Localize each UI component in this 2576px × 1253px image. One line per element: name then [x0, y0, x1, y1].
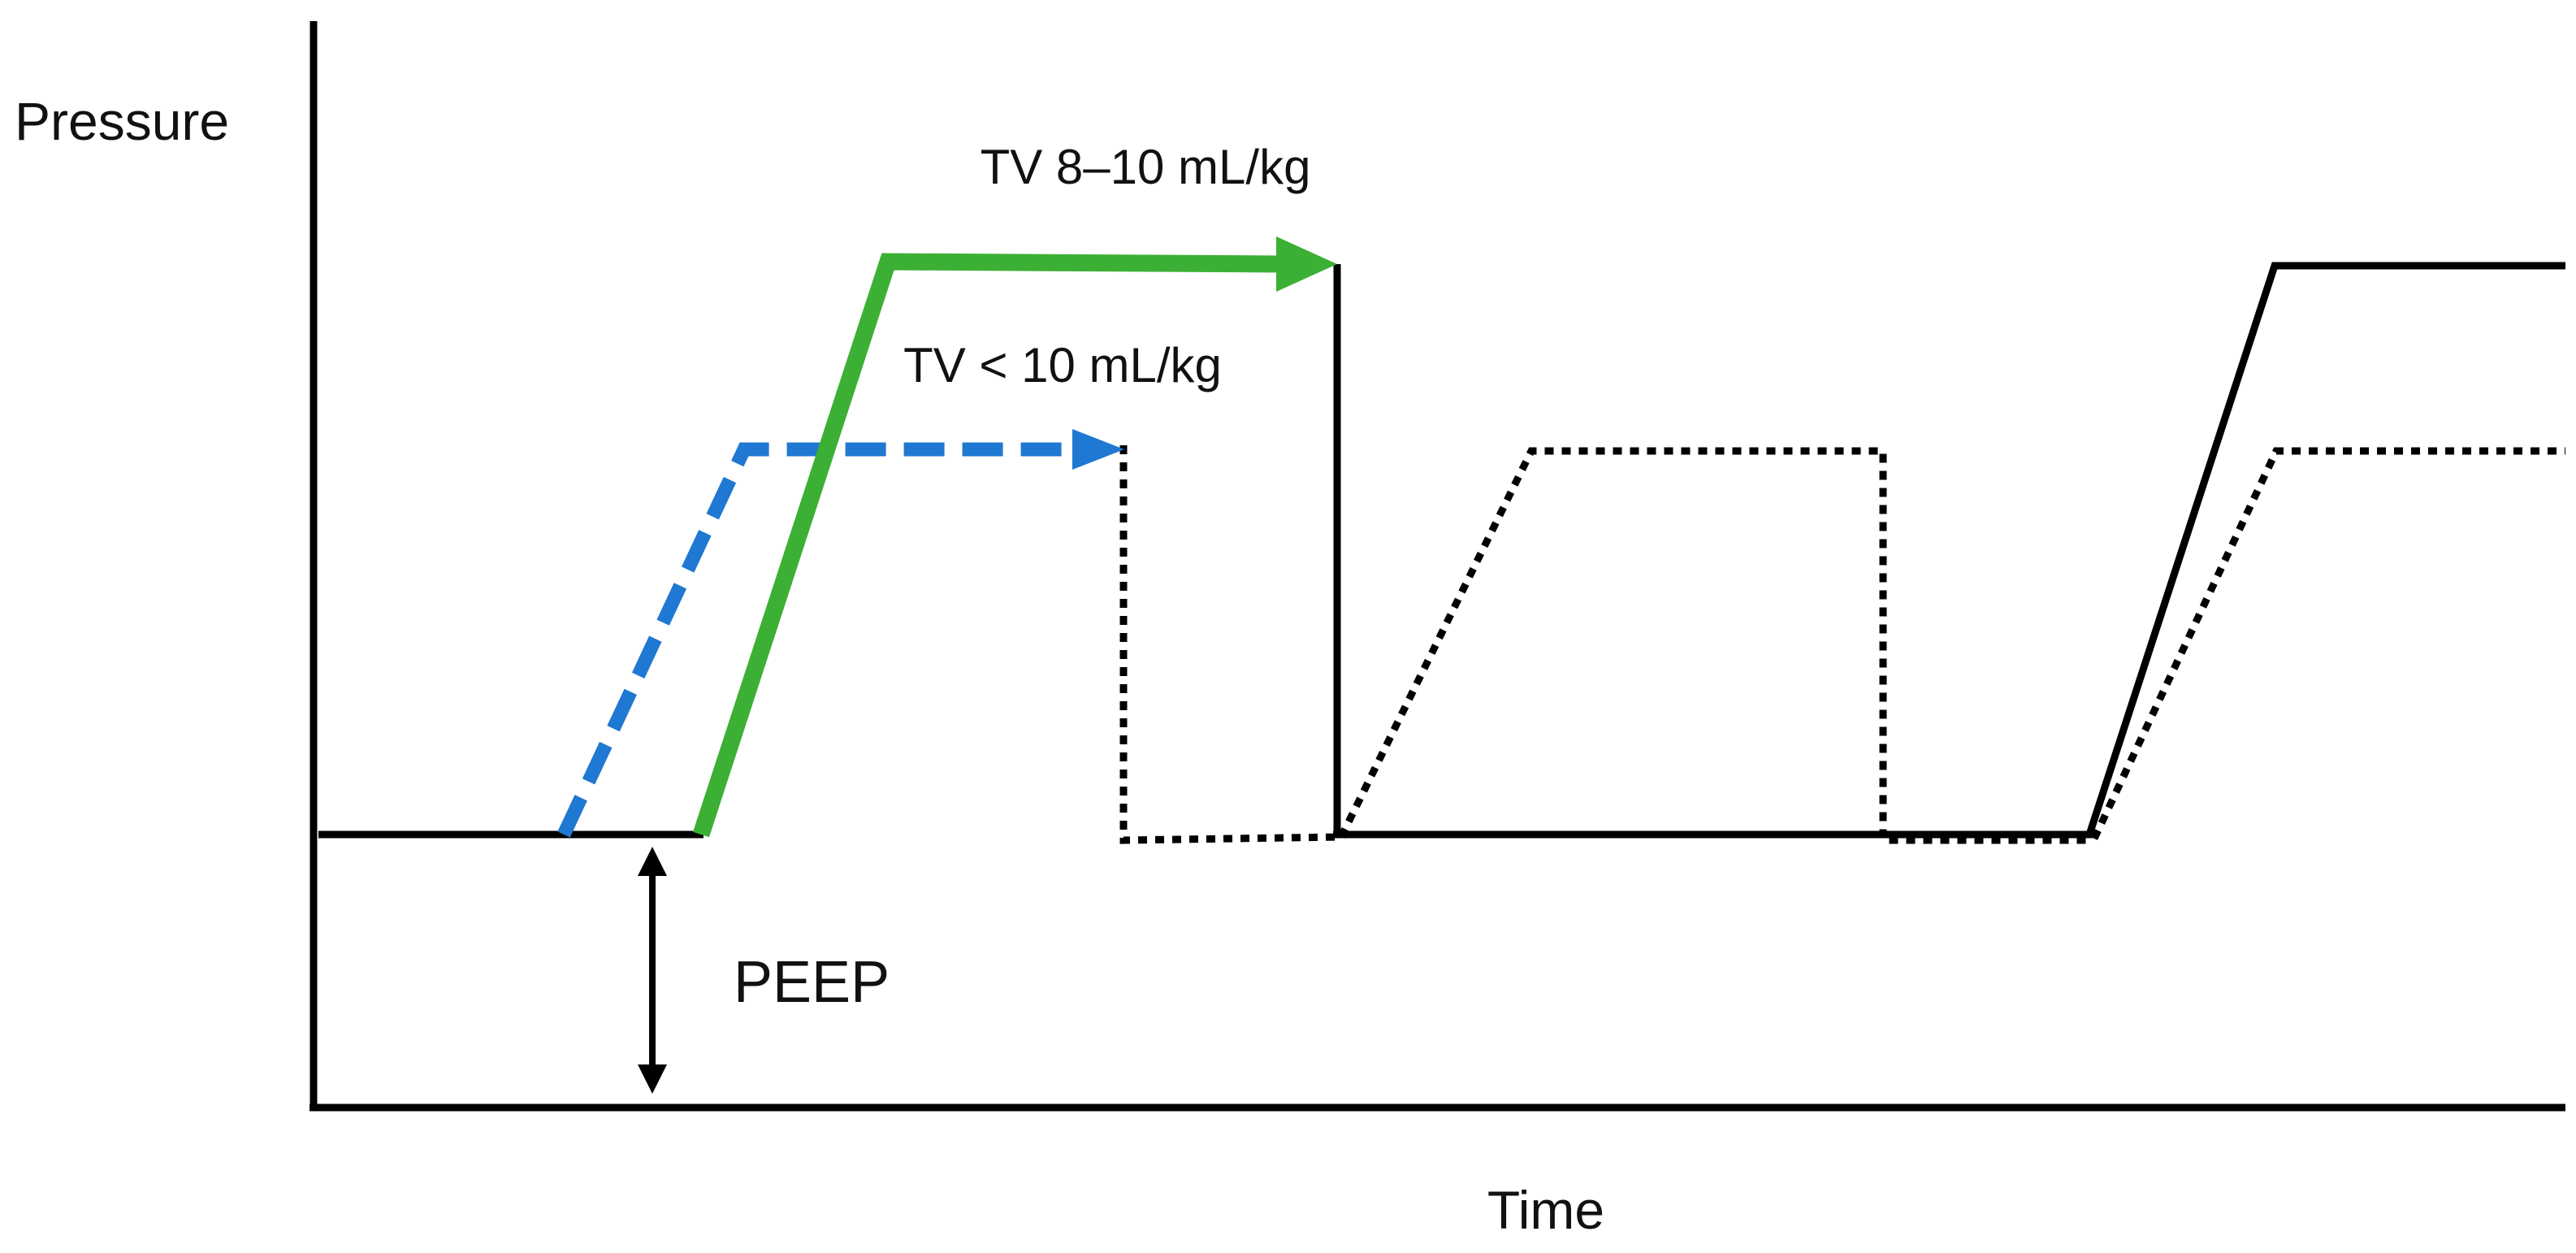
- x-axis-label: Time: [1487, 1180, 1604, 1240]
- second-large-breath: [2085, 262, 2565, 836]
- tv-low-label: TV < 10 mL/kg: [903, 338, 1222, 392]
- tv-low-arrow-line: [557, 442, 1074, 838]
- y-axis-label: Pressure: [15, 91, 229, 151]
- axes: [310, 21, 2565, 1112]
- double-headed-arrow-icon: [638, 847, 667, 1094]
- dotted-waveform: [1119, 445, 2565, 844]
- tv-low-arrowhead: [1072, 429, 1124, 470]
- second-small-breath: [1337, 447, 2093, 844]
- first-small-breath-release: [1119, 445, 1342, 844]
- peep-label: PEEP: [734, 950, 890, 1015]
- third-small-breath: [2090, 447, 2565, 840]
- tv-high-arrow: [693, 236, 1337, 838]
- tv-high-arrowhead: [1276, 236, 1337, 292]
- tv-high-arrow-line: [693, 253, 1281, 838]
- solid-waveform: [318, 262, 2565, 839]
- tv-high-label: TV 8–10 mL/kg: [981, 140, 1311, 194]
- tv-low-arrow: [557, 429, 1124, 838]
